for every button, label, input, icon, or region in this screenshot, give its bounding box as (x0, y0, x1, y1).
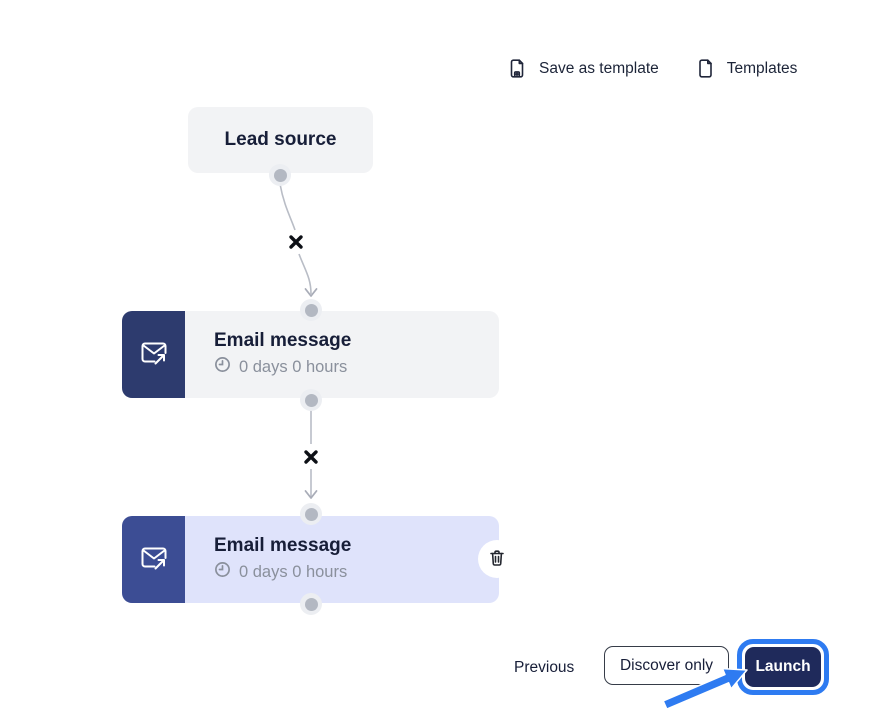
discover-only-button[interactable]: Discover only (604, 646, 729, 685)
x-mark-icon[interactable] (287, 233, 305, 251)
clock-icon (214, 561, 231, 583)
lead-source-title: Lead source (224, 128, 337, 150)
connector-dot-core (304, 597, 318, 611)
connector-dot-core (273, 168, 287, 182)
send-email-icon (138, 336, 170, 373)
connector-dot-core (304, 507, 318, 521)
email-node-delay-text: 0 days 0 hours (239, 562, 348, 581)
connector-dot[interactable] (300, 593, 322, 615)
templates-button[interactable]: Templates (695, 54, 800, 83)
node-email-message-1[interactable]: Email message 0 days 0 hours (122, 311, 499, 398)
email-node-delay: 0 days 0 hours (214, 356, 351, 378)
email-node-title: Email message (214, 329, 352, 351)
header-actions: Save as template Templates (505, 54, 799, 83)
trash-icon (487, 548, 507, 571)
send-email-icon (138, 541, 170, 578)
file-plus-icon (507, 58, 527, 79)
email-node-title: Email message (214, 534, 352, 556)
email-node-body: Email message 0 days 0 hours (185, 516, 351, 603)
node-email-message-2[interactable]: Email message 0 days 0 hours (122, 516, 499, 603)
x-mark-icon[interactable] (302, 448, 320, 466)
email-node-delay: 0 days 0 hours (214, 561, 351, 583)
connector-dot-core (304, 303, 318, 317)
clock-icon (214, 356, 231, 378)
previous-button[interactable]: Previous (514, 659, 575, 676)
launch-button[interactable]: Launch (745, 647, 821, 687)
node-lead-source[interactable]: Lead source (188, 107, 373, 173)
email-node-icon-block (122, 516, 185, 603)
email-node-delay-text: 0 days 0 hours (239, 357, 348, 376)
connector-dot[interactable] (269, 164, 291, 186)
connector-dot[interactable] (300, 503, 322, 525)
file-icon (697, 58, 715, 79)
launch-highlight-ring: Launch (737, 639, 829, 695)
connector-dot[interactable] (300, 299, 322, 321)
connector-dot[interactable] (300, 389, 322, 411)
save-as-template-label: Save as template (539, 59, 659, 77)
email-node-body: Email message 0 days 0 hours (185, 311, 351, 398)
save-as-template-button[interactable]: Save as template (505, 54, 661, 83)
delete-node-button[interactable] (478, 540, 516, 578)
email-node-icon-block (122, 311, 185, 398)
templates-label: Templates (726, 59, 798, 77)
connector-dot-core (304, 393, 318, 407)
